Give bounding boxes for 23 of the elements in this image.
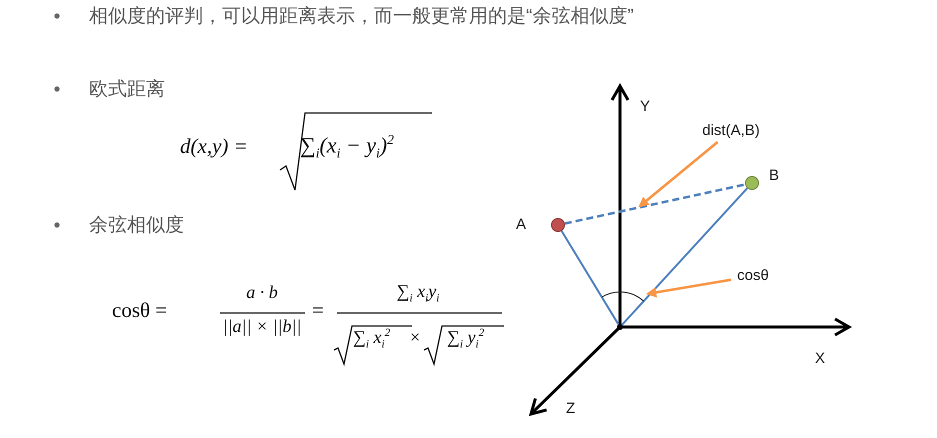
formula-text: ||a|| × ||b||	[222, 316, 302, 337]
formula-text: ×	[410, 327, 420, 348]
point-label: A	[516, 216, 526, 233]
axis-label: X	[815, 350, 826, 367]
formula-text: ∑$_{i}$ x$_{i}$y$_{i}$	[396, 281, 440, 305]
formula-text: a · b	[246, 282, 278, 303]
point-label: B	[769, 167, 780, 184]
axis-label: Y	[640, 98, 650, 115]
point-marker	[551, 218, 565, 232]
point-marker	[745, 176, 759, 190]
formula-text: d(x,y) =	[180, 134, 248, 159]
callout-text: dist(A,B)	[689, 120, 773, 142]
formula-text: =	[312, 298, 324, 323]
formula-text: cosθ =	[112, 298, 168, 323]
axis-label: Z	[566, 400, 576, 417]
bullet-text: 欧式距离	[89, 78, 165, 102]
bullet-text: 余弦相似度	[89, 214, 184, 238]
callout-text: cosθ	[731, 265, 775, 287]
distance-line	[564, 183, 746, 225]
leader-arrow	[638, 141, 718, 208]
formula-text: ∑$_{i}$(x$_{i}$ − y$_{i}$)$^{2}$	[300, 132, 394, 162]
leader-arrow	[646, 278, 732, 298]
bullet-text: 相似度的评判，可以用距离表示，而一般更常用的是“余弦相似度”	[89, 5, 634, 29]
